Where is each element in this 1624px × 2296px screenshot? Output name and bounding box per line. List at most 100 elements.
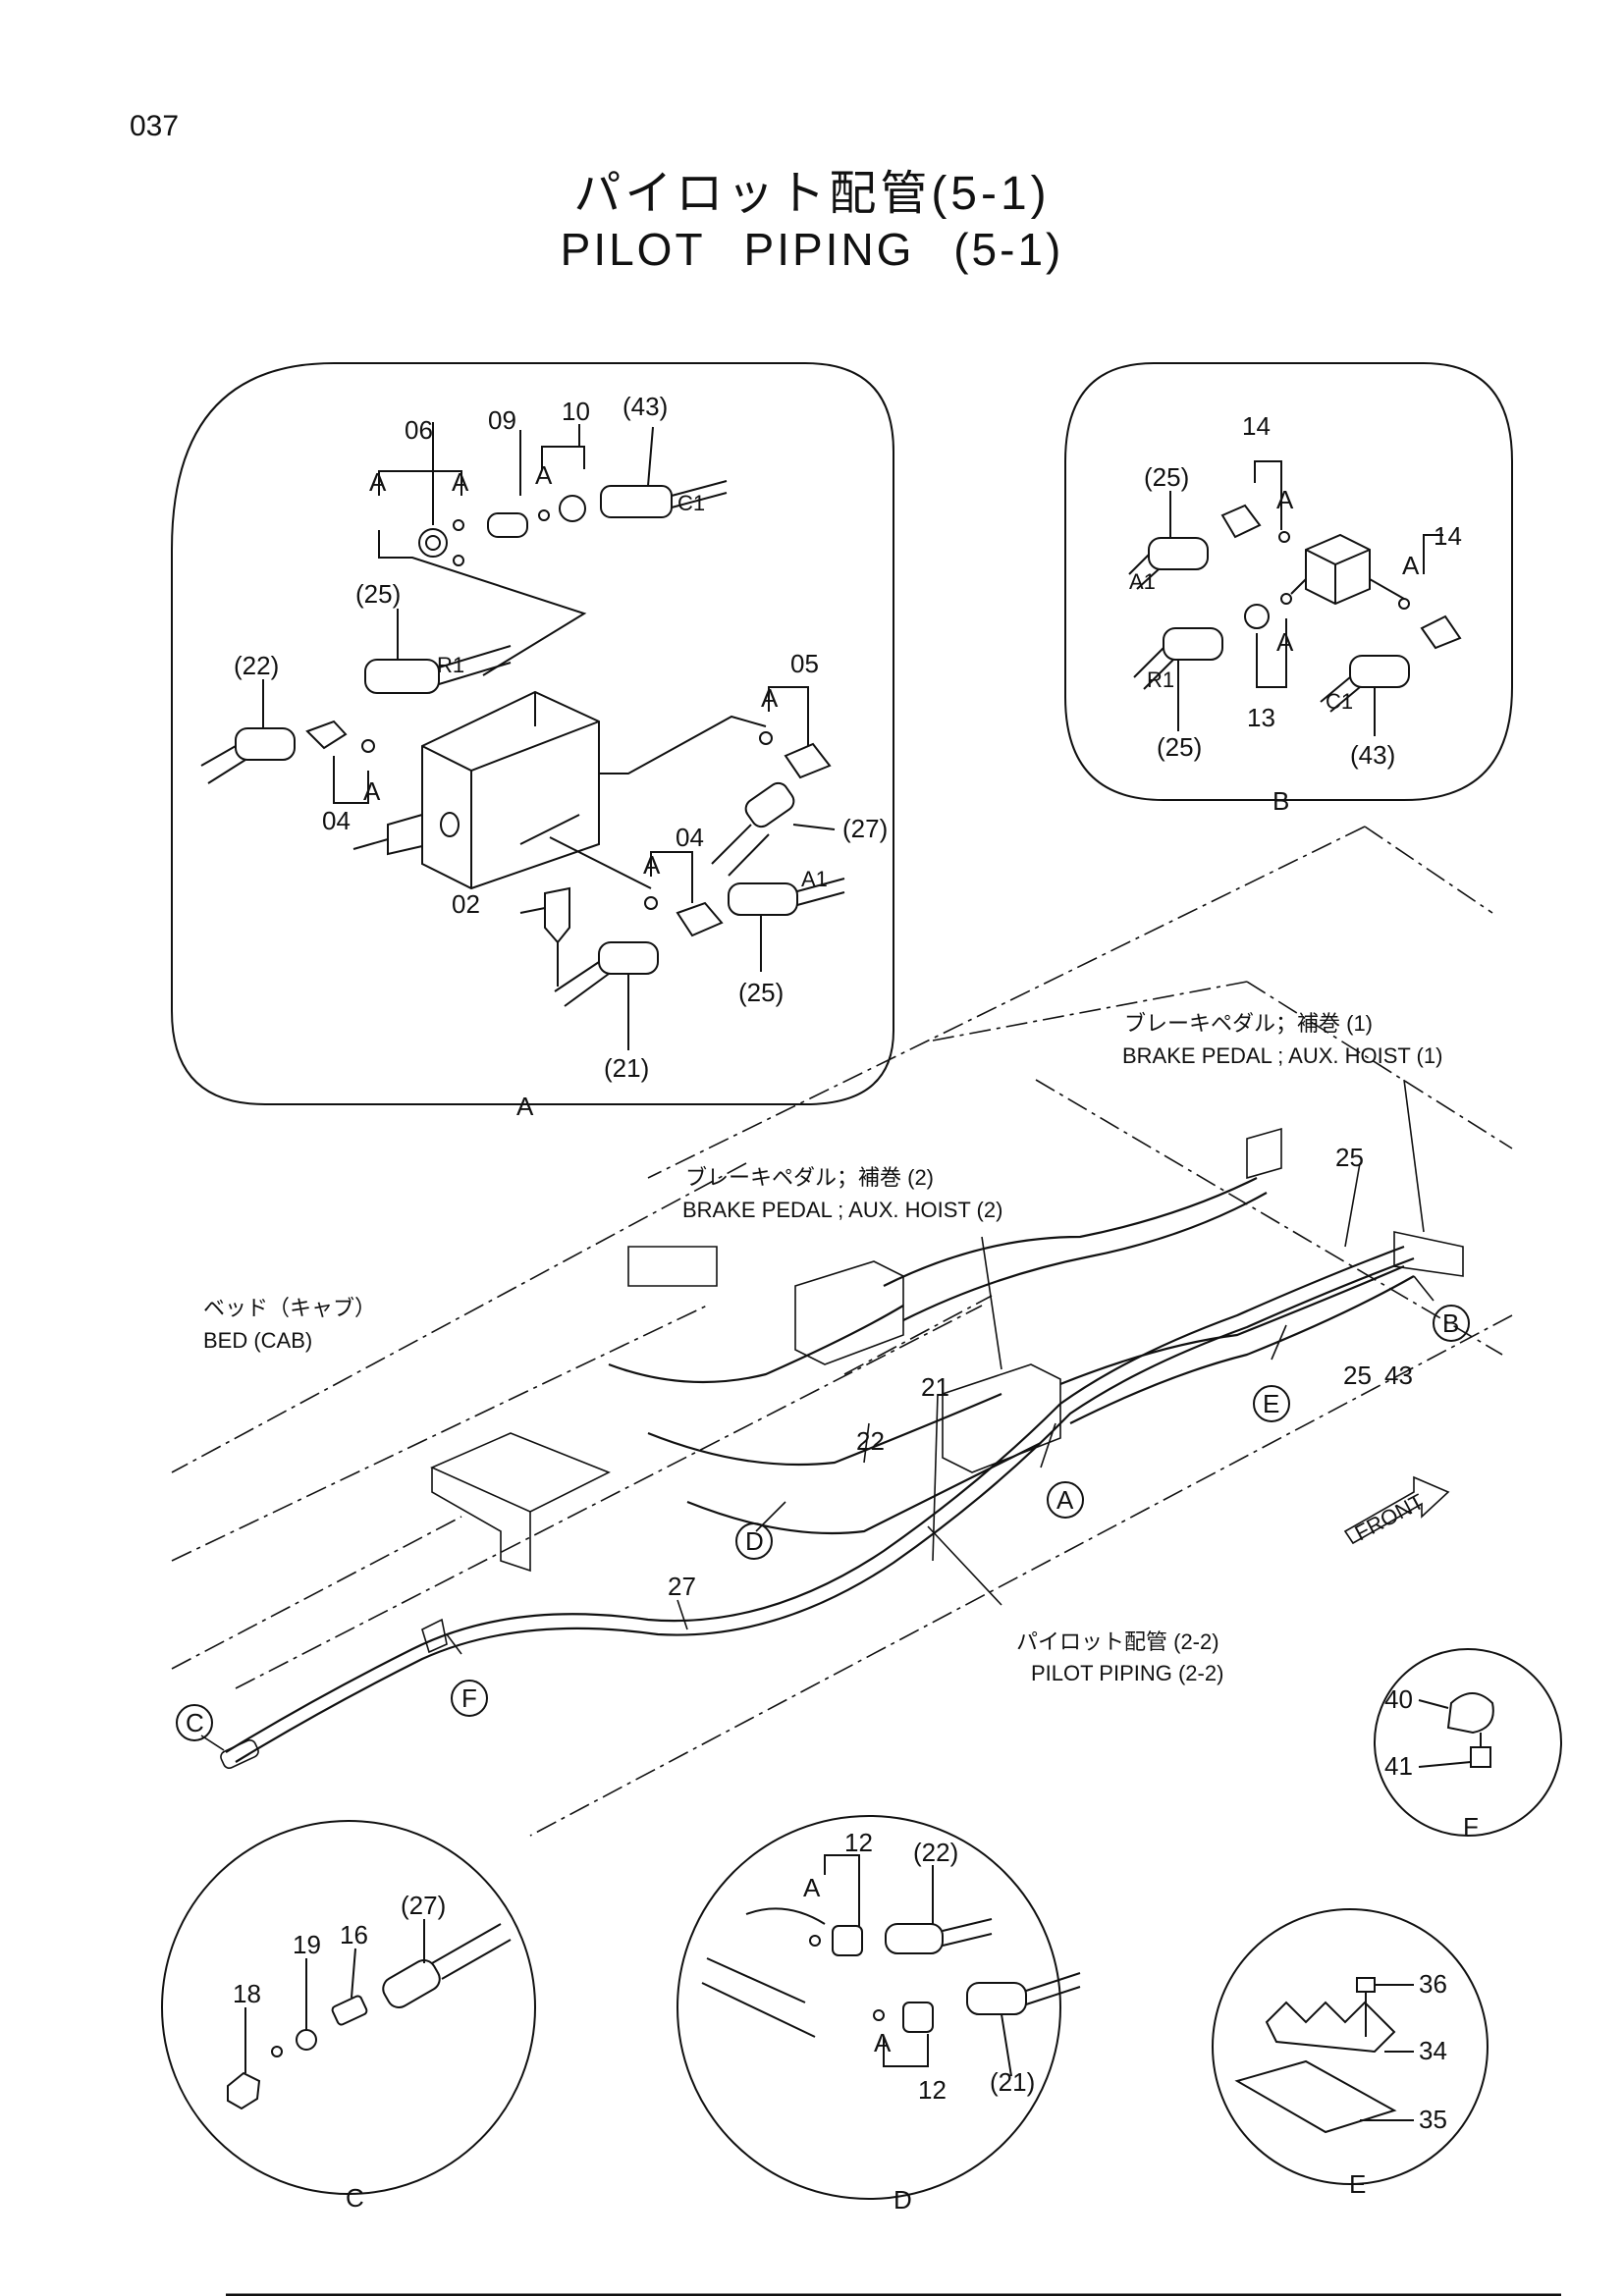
port-b-3: A bbox=[1276, 627, 1294, 657]
label-a-21: (21) bbox=[604, 1053, 649, 1083]
fitting-43 bbox=[600, 485, 673, 518]
label-b-25-top: (25) bbox=[1144, 462, 1189, 492]
callout-label-d: D bbox=[745, 1526, 764, 1556]
bolt-41 bbox=[1470, 1746, 1491, 1768]
bolt-36 bbox=[1356, 1977, 1376, 1993]
label-d-12-bottom: 12 bbox=[918, 2075, 947, 2105]
port-a-3: A bbox=[535, 460, 553, 490]
label-main-21: 21 bbox=[921, 1372, 949, 1402]
label-c-18: 18 bbox=[233, 1979, 261, 2008]
label-e-35: 35 bbox=[1419, 2105, 1447, 2134]
label-b-13: 13 bbox=[1247, 703, 1275, 732]
detail-a bbox=[171, 362, 894, 1105]
title-block: パイロット配管(5-1) PILOT PIPING (5-1) bbox=[0, 167, 1624, 277]
note-bed-ja: ベッド（キャブ） bbox=[203, 1296, 376, 1320]
fitting-25-r1-b bbox=[1163, 627, 1223, 661]
fitting-04-lower bbox=[676, 901, 724, 937]
detail-e bbox=[1212, 1908, 1489, 2185]
detail-a-frame bbox=[171, 362, 894, 1105]
fitting-27 bbox=[744, 781, 795, 828]
label-a-25: (25) bbox=[355, 579, 401, 609]
view-label-b: B bbox=[1272, 786, 1289, 816]
fitting-13 bbox=[1244, 604, 1270, 629]
conn-c1: C1 bbox=[677, 491, 705, 515]
fitting-02 bbox=[544, 886, 570, 944]
fitting-16 bbox=[331, 1995, 368, 2026]
port-a-5: A bbox=[363, 776, 381, 806]
title-japanese: パイロット配管(5-1) bbox=[573, 168, 1051, 220]
port-a-6: A bbox=[643, 850, 661, 880]
label-b-25-bottom: (25) bbox=[1157, 732, 1202, 762]
label-a-25-lower: (25) bbox=[738, 978, 784, 1007]
fitting-06 bbox=[418, 528, 448, 558]
callout-d bbox=[735, 1522, 773, 1560]
brake-pedal-1-valve bbox=[942, 1363, 1061, 1473]
label-b-43: (43) bbox=[1350, 740, 1395, 770]
b-block bbox=[1305, 533, 1371, 606]
page-number: 037 bbox=[130, 110, 180, 142]
port-a-4: A bbox=[761, 683, 779, 713]
plate-35 bbox=[1234, 2059, 1397, 2134]
fitting-22-d bbox=[885, 1923, 944, 1954]
fitting-25-r1 bbox=[364, 659, 440, 694]
label-f-41: 41 bbox=[1384, 1751, 1413, 1781]
note-bed-en: BED (CAB) bbox=[203, 1328, 312, 1353]
view-label-e: E bbox=[1349, 2169, 1366, 2199]
view-label-c: C bbox=[346, 2183, 364, 2213]
note-pilot-piping-ja: パイロット配管 (2-2) bbox=[1016, 1629, 1219, 1654]
view-label-d: D bbox=[893, 2185, 912, 2215]
label-d-21: (21) bbox=[990, 2067, 1035, 2097]
nut-18 bbox=[227, 2071, 261, 2110]
conn-r1: R1 bbox=[437, 653, 464, 677]
label-a-04-left: 04 bbox=[322, 806, 351, 835]
label-c-19: 19 bbox=[293, 1930, 321, 1959]
callout-label-f: F bbox=[461, 1683, 477, 1713]
port-d-2: A bbox=[874, 2028, 892, 2057]
fitting-25-a1 bbox=[728, 882, 798, 916]
label-a-09: 09 bbox=[488, 405, 516, 435]
label-d-22: (22) bbox=[913, 1838, 958, 1867]
port-b-2: A bbox=[1402, 551, 1420, 580]
o-ring bbox=[453, 519, 464, 531]
label-a-04-lower: 04 bbox=[676, 823, 704, 852]
view-label-a: A bbox=[516, 1092, 534, 1121]
port-d-1: A bbox=[803, 1873, 821, 1902]
valve-block bbox=[352, 690, 600, 890]
washer-19 bbox=[296, 2029, 317, 2051]
clamp-34 bbox=[1265, 2001, 1396, 2054]
conn-b-r1: R1 bbox=[1147, 667, 1174, 692]
detail-b bbox=[1064, 362, 1513, 801]
fitting-21-d bbox=[966, 1982, 1027, 2015]
label-c-27: (27) bbox=[401, 1891, 446, 1920]
label-a-22: (22) bbox=[234, 651, 279, 680]
title-english: PILOT PIPING (5-1) bbox=[560, 224, 1064, 275]
fitting-22 bbox=[235, 727, 296, 761]
label-f-40: 40 bbox=[1384, 1684, 1413, 1714]
label-b-14-right: 14 bbox=[1434, 521, 1462, 551]
callout-b bbox=[1433, 1305, 1470, 1342]
label-main-25-bottom: 25 bbox=[1343, 1361, 1372, 1390]
detail-c bbox=[161, 1820, 536, 2195]
fitting-14-right bbox=[1420, 614, 1462, 650]
note-brake-pedal-1-en: BRAKE PEDAL ; AUX. HOIST (1) bbox=[1122, 1043, 1442, 1068]
label-a-06: 06 bbox=[405, 415, 433, 445]
fitting-27-c bbox=[382, 1959, 441, 2008]
detail-d bbox=[677, 1815, 1081, 2200]
fitting-12-bottom bbox=[902, 2002, 934, 2033]
brake-pedal-2-valve bbox=[794, 1260, 904, 1365]
label-a-43: (43) bbox=[623, 392, 668, 421]
detail-f-frame bbox=[1374, 1648, 1562, 1837]
callout-c bbox=[176, 1704, 213, 1741]
detail-f bbox=[1374, 1648, 1562, 1837]
clamp-40 bbox=[1446, 1692, 1494, 1735]
fitting-10 bbox=[559, 495, 586, 522]
label-b-14-top: 14 bbox=[1242, 411, 1271, 441]
fitting-14-top bbox=[1220, 504, 1262, 539]
fitting-43-b bbox=[1349, 655, 1410, 688]
note-brake-pedal-2-ja: ブレーキペダル；補巻 (2) bbox=[685, 1165, 934, 1190]
detail-c-frame bbox=[161, 1820, 536, 2195]
front-arrow bbox=[1343, 1475, 1450, 1545]
main-assembly-view bbox=[171, 826, 1513, 1837]
label-d-12-top: 12 bbox=[844, 1828, 873, 1857]
